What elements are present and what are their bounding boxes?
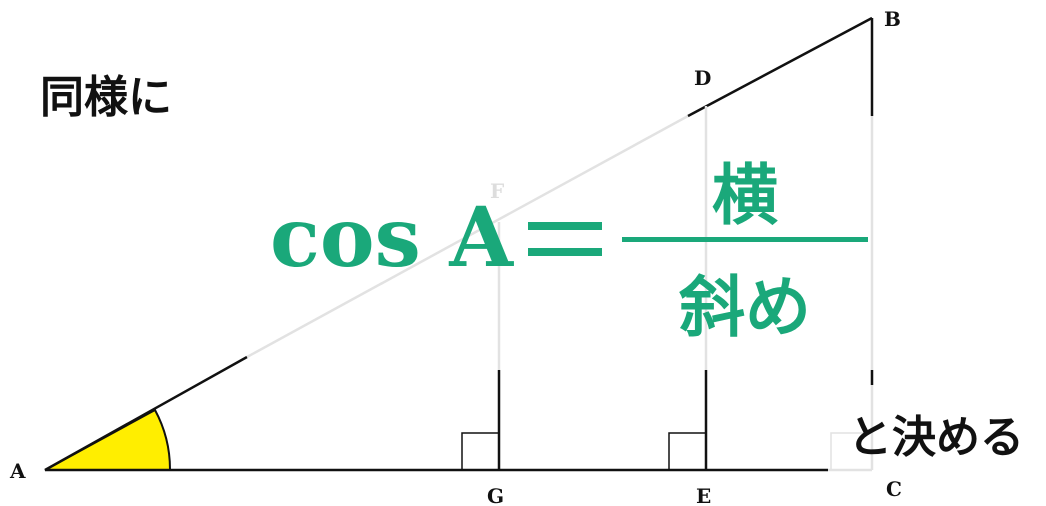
formula-equals-sign bbox=[528, 222, 602, 256]
point-label-b: B bbox=[884, 7, 901, 31]
point-label-g: G bbox=[487, 484, 504, 506]
hypotenuse-segment-faded bbox=[246, 114, 689, 359]
right-angle-marker-c bbox=[830, 432, 872, 470]
trailing-text: と決める bbox=[848, 412, 1024, 463]
point-label-f: F bbox=[490, 179, 504, 203]
hypotenuse-segment-lower bbox=[44, 355, 248, 472]
formula-fraction-bar bbox=[622, 237, 868, 242]
right-angle-marker-g bbox=[461, 432, 499, 470]
heading-text: 同様に bbox=[40, 72, 172, 123]
hypotenuse-segment-upper bbox=[687, 16, 873, 118]
point-label-c: C bbox=[886, 477, 902, 501]
point-label-d: D bbox=[694, 66, 711, 90]
right-angle-marker-e bbox=[668, 432, 706, 470]
formula-numerator: 横 bbox=[712, 157, 778, 234]
formula-lhs: cos A bbox=[270, 190, 514, 286]
point-label-e: E bbox=[696, 484, 711, 506]
formula-denominator: 斜め bbox=[679, 269, 811, 346]
angle-marker-a bbox=[44, 408, 172, 471]
point-label-a: A bbox=[9, 459, 26, 483]
